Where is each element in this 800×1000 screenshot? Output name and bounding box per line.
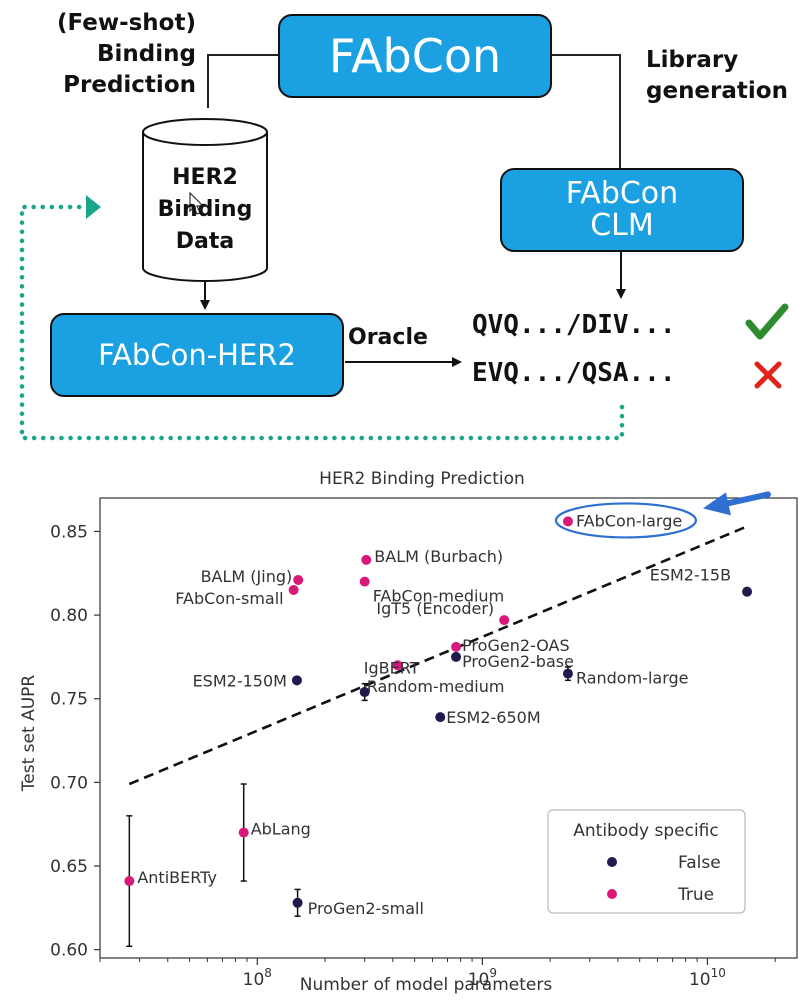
point-label-fabcon-large: FAbCon-large bbox=[576, 511, 682, 530]
plot-frame bbox=[99, 497, 798, 959]
point-label-fabcon-small: FAbCon-small bbox=[175, 589, 283, 608]
x-tick-label: 108 bbox=[243, 966, 272, 990]
point-label-esm2-15b: ESM2-15B bbox=[650, 566, 731, 585]
right-label-line-2: generation bbox=[646, 78, 788, 104]
point-label-random-medium: Random-medium bbox=[367, 677, 505, 696]
her2-box-label: FAbCon-HER2 bbox=[98, 338, 296, 372]
y-tick-label: 0.75 bbox=[50, 690, 88, 710]
point-label-progen2-small: ProGen2-small bbox=[308, 899, 424, 918]
x-tick-label: 109 bbox=[468, 966, 497, 990]
sequence-1: QVQ.../DIV... bbox=[472, 310, 676, 340]
legend-label-false: False bbox=[678, 853, 721, 873]
point-label-igt5-encoder: IgT5 (Encoder) bbox=[376, 599, 494, 618]
legend: Antibody specific False True bbox=[547, 809, 746, 914]
legend-label-true: True bbox=[677, 885, 714, 905]
point-esm2-150m bbox=[291, 675, 302, 686]
clm-box-line-1: FAbCon bbox=[565, 176, 679, 211]
point-progen2-base bbox=[451, 651, 462, 662]
diagram-connectors bbox=[19, 54, 789, 441]
y-tick-label: 0.65 bbox=[50, 857, 88, 877]
x-tick-label: 1010 bbox=[689, 966, 726, 990]
data-cylinder-label: HER2 Binding Data bbox=[143, 162, 267, 258]
point-balm-jing bbox=[293, 574, 304, 585]
point-random-medium bbox=[359, 687, 370, 698]
y-axis: 0.60 0.65 0.70 0.75 0.80 0.85 bbox=[50, 522, 100, 961]
point-label-progen2-oas: ProGen2-OAS bbox=[462, 636, 570, 655]
point-balm-burbach bbox=[361, 554, 372, 565]
highlight-arrow-shaft bbox=[719, 491, 771, 508]
point-igbert bbox=[392, 660, 403, 671]
point-fabcon-small bbox=[288, 585, 299, 595]
point-fabcon-large bbox=[562, 516, 573, 527]
fabcon-her2-box: FAbCon-HER2 bbox=[50, 313, 344, 397]
highlight-arrow-head bbox=[702, 492, 731, 516]
point-label-random-large: Random-large bbox=[576, 669, 689, 688]
point-random-large bbox=[562, 668, 573, 679]
left-label: (Few-shot) Binding Prediction bbox=[0, 8, 196, 101]
sequence-2: EVQ.../QSA... bbox=[472, 358, 676, 388]
feedback-loop bbox=[19, 204, 625, 441]
cross-icon bbox=[754, 361, 782, 389]
y-tick-label: 0.80 bbox=[50, 606, 88, 626]
point-label-balm-burbach: BALM (Burbach) bbox=[374, 547, 503, 566]
connector-fabcon-right bbox=[550, 54, 621, 168]
cursor-icon bbox=[189, 191, 205, 215]
point-label-progen2-base: ProGen2-base bbox=[462, 652, 574, 671]
point-esm2-15b bbox=[742, 586, 753, 597]
point-label-balm-jing: BALM (Jing) bbox=[201, 567, 293, 586]
point-antiberty bbox=[124, 876, 135, 887]
y-tick-label: 0.70 bbox=[50, 773, 88, 793]
clm-box-line-2: CLM bbox=[590, 208, 654, 243]
point-progen2-small bbox=[292, 897, 303, 908]
point-label-ablang: AbLang bbox=[251, 820, 311, 839]
her2-binding-chart: HER2 Binding Prediction 0.60 0.65 0.70 0.75… bbox=[19, 469, 798, 995]
oracle-label: Oracle bbox=[348, 325, 428, 350]
legend-marker-true bbox=[607, 889, 617, 899]
point-esm2-650m bbox=[435, 712, 446, 723]
point-ablang bbox=[238, 827, 249, 838]
x-axis: 108 109 1010 bbox=[99, 958, 776, 990]
check-icon bbox=[745, 303, 789, 340]
point-igt5-encoder bbox=[499, 615, 510, 626]
legend-marker-false bbox=[607, 857, 617, 867]
point-label-igbert: IgBERT bbox=[364, 658, 420, 677]
point-label-esm2-150m: ESM2-150M bbox=[193, 671, 287, 690]
connector-fabcon-left bbox=[207, 54, 278, 108]
data-cylinder bbox=[142, 118, 268, 282]
left-label-line-3: Prediction bbox=[63, 72, 196, 98]
fabcon-box: FAbCon bbox=[278, 14, 552, 98]
cylinder-line-3: Data bbox=[175, 229, 235, 254]
point-label-esm2-650m: ESM2-650M bbox=[446, 708, 540, 727]
fabcon-box-label: FAbCon bbox=[328, 29, 502, 83]
y-tick-label: 0.85 bbox=[50, 522, 88, 542]
highlight-ellipse bbox=[554, 502, 698, 539]
cylinder-line-1: HER2 bbox=[172, 165, 238, 190]
y-tick-label: 0.60 bbox=[50, 941, 88, 961]
legend-title: Antibody specific bbox=[573, 821, 718, 841]
right-label: Library generation bbox=[646, 45, 796, 107]
cylinder-line-2: Binding bbox=[157, 197, 253, 222]
highlight-annotation bbox=[554, 491, 771, 539]
right-label-line-1: Library bbox=[646, 47, 739, 73]
y-axis-label: Test set AUPR bbox=[19, 675, 39, 793]
point-label-fabcon-medium: FAbCon-medium bbox=[373, 587, 504, 606]
legend-box bbox=[547, 809, 746, 914]
chart-title: HER2 Binding Prediction bbox=[319, 469, 525, 489]
left-label-line-1: (Few-shot) bbox=[56, 10, 196, 36]
point-fabcon-medium bbox=[359, 576, 370, 587]
left-label-line-2: Binding bbox=[97, 41, 196, 67]
point-progen2-oas bbox=[451, 641, 462, 652]
x-axis-label: Number of model parameters bbox=[300, 975, 553, 995]
fabcon-clm-box: FAbCon CLM bbox=[500, 168, 744, 252]
point-label-antiberty: AntiBERTy bbox=[137, 868, 217, 887]
feedback-arrowhead bbox=[86, 195, 101, 219]
